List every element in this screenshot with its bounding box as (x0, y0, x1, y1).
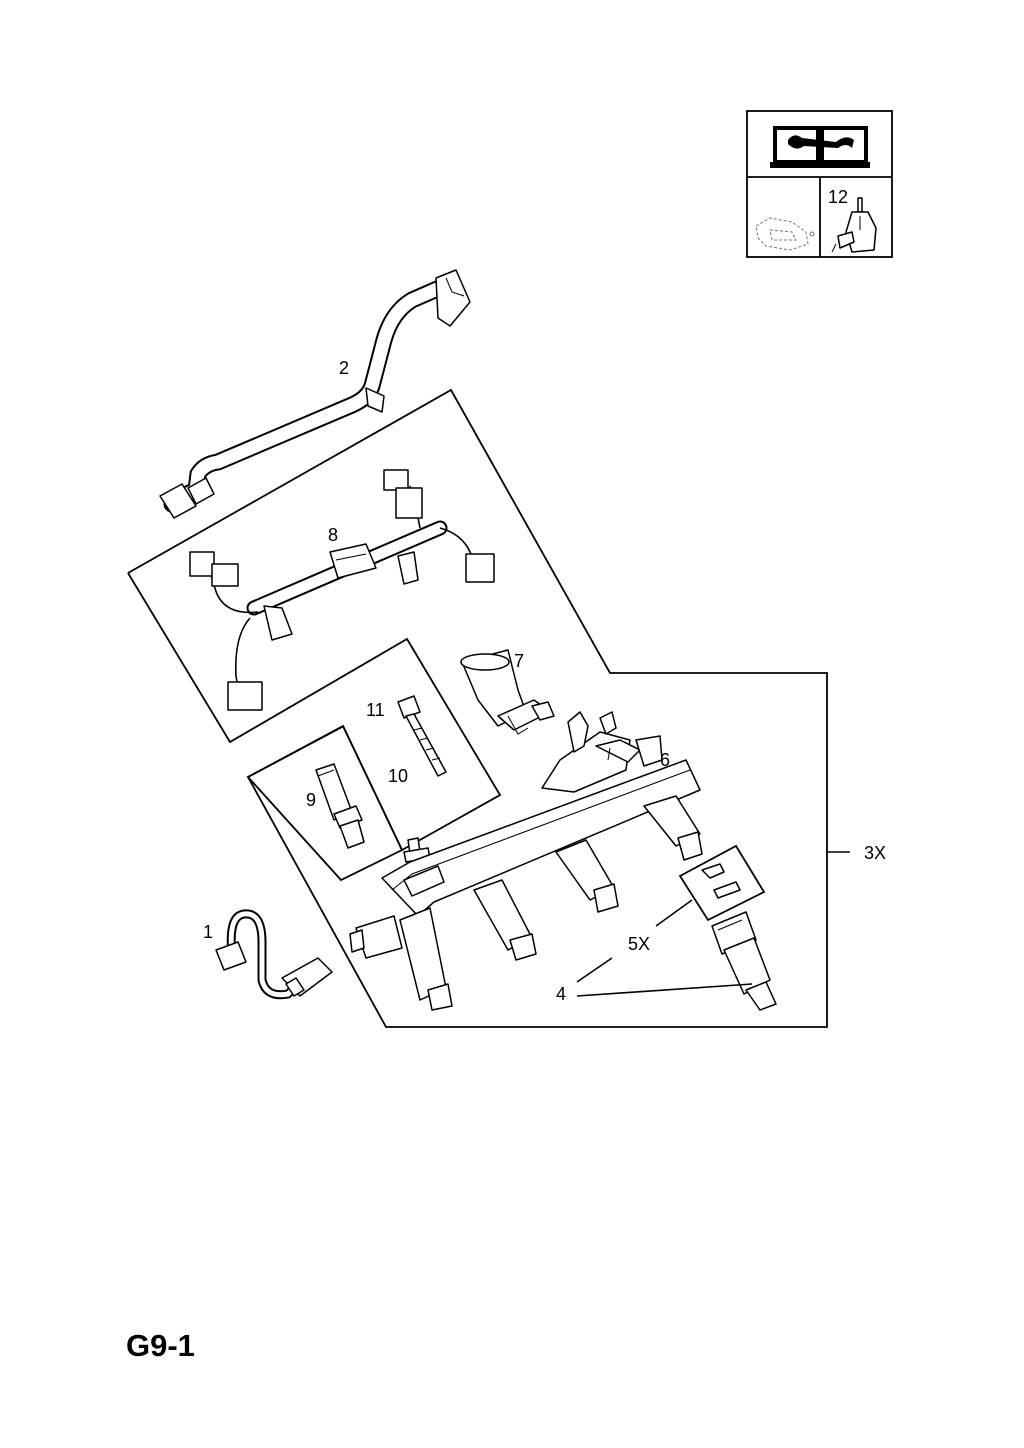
callout-5: 5X (628, 934, 650, 954)
callout-9: 9 (306, 790, 316, 810)
part-9-sensor (315, 763, 365, 849)
part-7-actuator (460, 649, 555, 735)
sensor-group-outline (246, 724, 404, 882)
callout-11: 11 (366, 700, 385, 720)
page-code: G9-1 (126, 1328, 195, 1363)
callout-1: 1 (203, 922, 213, 942)
part-1-sensor-cable (215, 909, 333, 1000)
callout-10: 10 (388, 766, 408, 786)
callout-3: 3X (864, 843, 886, 863)
adhesive-bottle-icon (831, 197, 877, 253)
part-8-wiring-harness (189, 469, 495, 711)
callout-7: 7 (514, 651, 524, 671)
part-5-seal-kit (678, 844, 766, 922)
part-2-fuel-hose (159, 269, 471, 519)
part-6-fuel-rail (349, 711, 703, 1011)
callout-6: 6 (660, 750, 670, 770)
sealant-icon (755, 217, 815, 251)
callout-2: 2 (339, 358, 349, 378)
callout-4: 4 (556, 984, 566, 1004)
callout-8: 8 (328, 525, 338, 545)
part-4-injector (711, 911, 777, 1011)
legend-box: 12 (746, 110, 893, 258)
rail-group-outline (127, 388, 828, 1028)
part-11-bolt (397, 695, 447, 777)
manual-book-icon (770, 126, 870, 168)
legend-item-label: 12 (828, 187, 848, 207)
leader-lines (576, 851, 850, 997)
